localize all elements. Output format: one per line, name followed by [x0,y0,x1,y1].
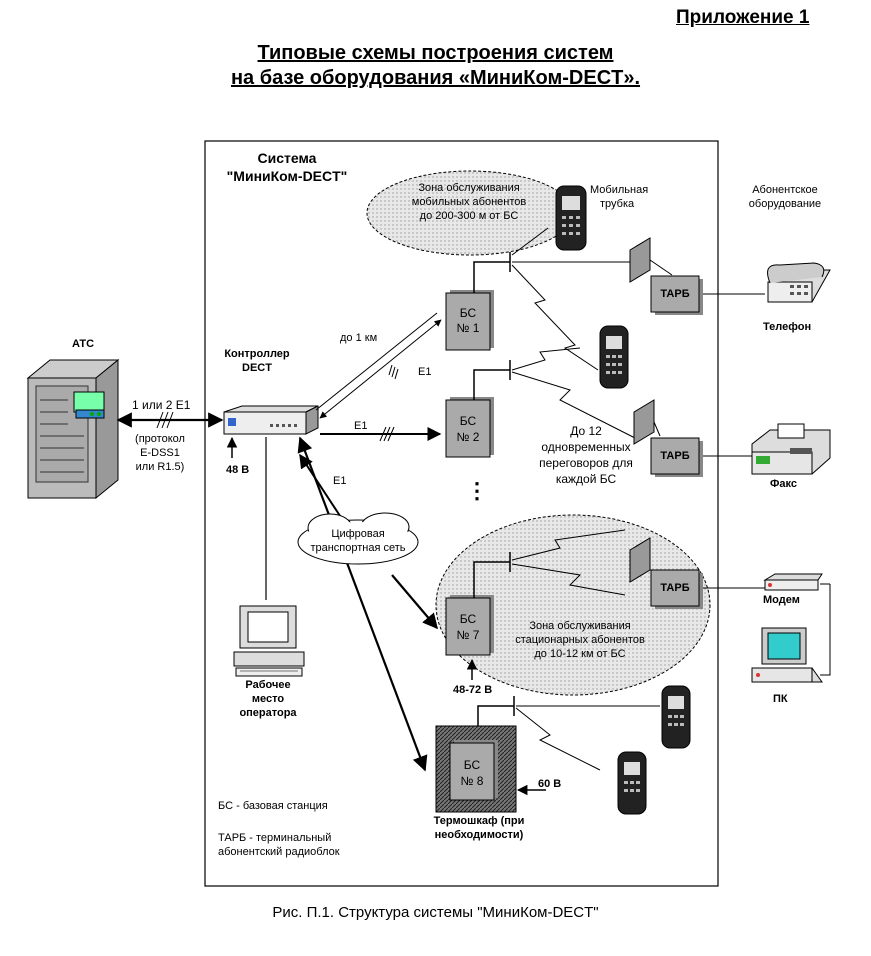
workplace-1: Рабочее [245,679,291,691]
tarb-panel-1 [629,237,651,283]
subscriber-equipment-2: оборудование [748,198,822,210]
tarb-panel-2 [633,399,655,445]
system-title-1: Система [257,150,317,166]
telephone-device [767,262,831,303]
appendix-header: Приложение 1 [676,7,810,28]
tarb-label-1: ТАРБ [660,288,690,300]
transport-net-2: транспортная сеть [310,542,406,554]
modem-label: Модем [763,594,800,606]
workplace-3: оператора [239,707,297,719]
thermobox-power: 60 В [538,778,562,790]
bs7-box [445,595,494,656]
tarb-box-3 [650,569,703,609]
simultaneous-3: переговоров для [539,456,633,470]
bs8-name: БС [463,758,481,772]
protocol-line2: E-DSS1 [140,447,180,459]
e1-label-a: E1 [418,366,432,378]
protocol-line1: (протокол [135,433,185,445]
mobile-handset-label-2: трубка [600,198,635,210]
telephone-label: Телефон [763,321,812,333]
page-title-line2: на базе оборудования «МиниКом-DECT». [230,67,641,89]
operator-workstation [233,605,305,677]
fixed-zone-line3: до 10-12 км от БС [534,648,626,660]
bs1-box [445,290,494,351]
handset-top [555,185,587,251]
transport-cloud [297,512,419,565]
fixed-zone-line2: стационарных абонентов [515,634,645,646]
legend-bs: БС - базовая станция [218,800,328,812]
tarb-panel-3 [629,537,651,583]
system-frame [204,140,719,887]
thermobox-label-2: необходимости) [434,829,524,841]
bs7-name: БС [459,612,477,626]
e1-label-c: E1 [333,475,347,487]
mobile-handset-label-1: Мобильная [590,184,649,196]
figure-caption: Рис. П.1. Структура системы "МиниКом-DEC… [272,904,599,921]
bs1-num: № 1 [456,321,480,335]
bs7-num: № 7 [456,628,480,642]
bs2-num: № 2 [456,430,480,444]
fax-device [751,423,831,475]
distance-label: до 1 км [340,332,378,344]
handset-low2 [617,751,647,815]
simultaneous-2: одновременных [541,440,631,454]
legend-tarb-2: абонентский радиоблок [218,846,340,858]
bs2-name: БС [459,414,477,428]
protocol-line3: или R1.5) [135,461,185,473]
handset-low1 [661,685,691,749]
subscriber-equipment-1: Абонентское [752,184,818,196]
bs7-power: 48-72 В [453,684,493,696]
bs2-box [445,397,494,458]
handset-mid [599,325,629,389]
simultaneous-4: каждой БС [555,472,617,486]
mobile-zone-line2: мобильных абонентов [411,196,527,208]
controller-label-2: DECT [242,362,272,374]
system-title-2: "МиниКом-DECT" [226,168,348,184]
tarb-label-3: ТАРБ [660,582,690,594]
simultaneous-1: До 12 [570,424,602,438]
e1-count-label: 1 или 2 Е1 [132,398,191,412]
bs8-num: № 8 [460,774,484,788]
tarb-label-2: ТАРБ [660,450,690,462]
modem-device [763,573,823,591]
transport-net-1: Цифровая [331,528,385,540]
ats-cabinet [26,358,120,500]
fax-label: Факс [770,478,797,490]
mobile-zone-line1: Зона обслуживания [418,182,520,194]
tarb-box-2 [650,437,703,477]
bs8-box [449,740,498,801]
controller-label-1: Контроллер [224,348,290,360]
controller-power: 48 В [226,464,250,476]
page-title-line1: Типовые схемы построения систем [257,42,614,64]
fixed-zone-line1: Зона обслуживания [529,620,631,632]
controller-device [223,405,319,435]
mobile-zone-line3: до 200-300 м от БС [419,210,519,222]
pc-label: ПК [773,693,788,705]
tarb-box-1 [650,275,703,315]
continuation-dots: ⋮ [466,478,488,503]
workplace-2: место [251,693,285,705]
bs1-name: БС [459,306,477,320]
pc-device [751,627,823,683]
ats-label: АТС [72,338,95,350]
legend-tarb-1: ТАРБ - терминальный [218,832,332,844]
thermobox-label-1: Термошкаф (при [433,815,525,827]
e1-label-b: E1 [354,420,368,432]
